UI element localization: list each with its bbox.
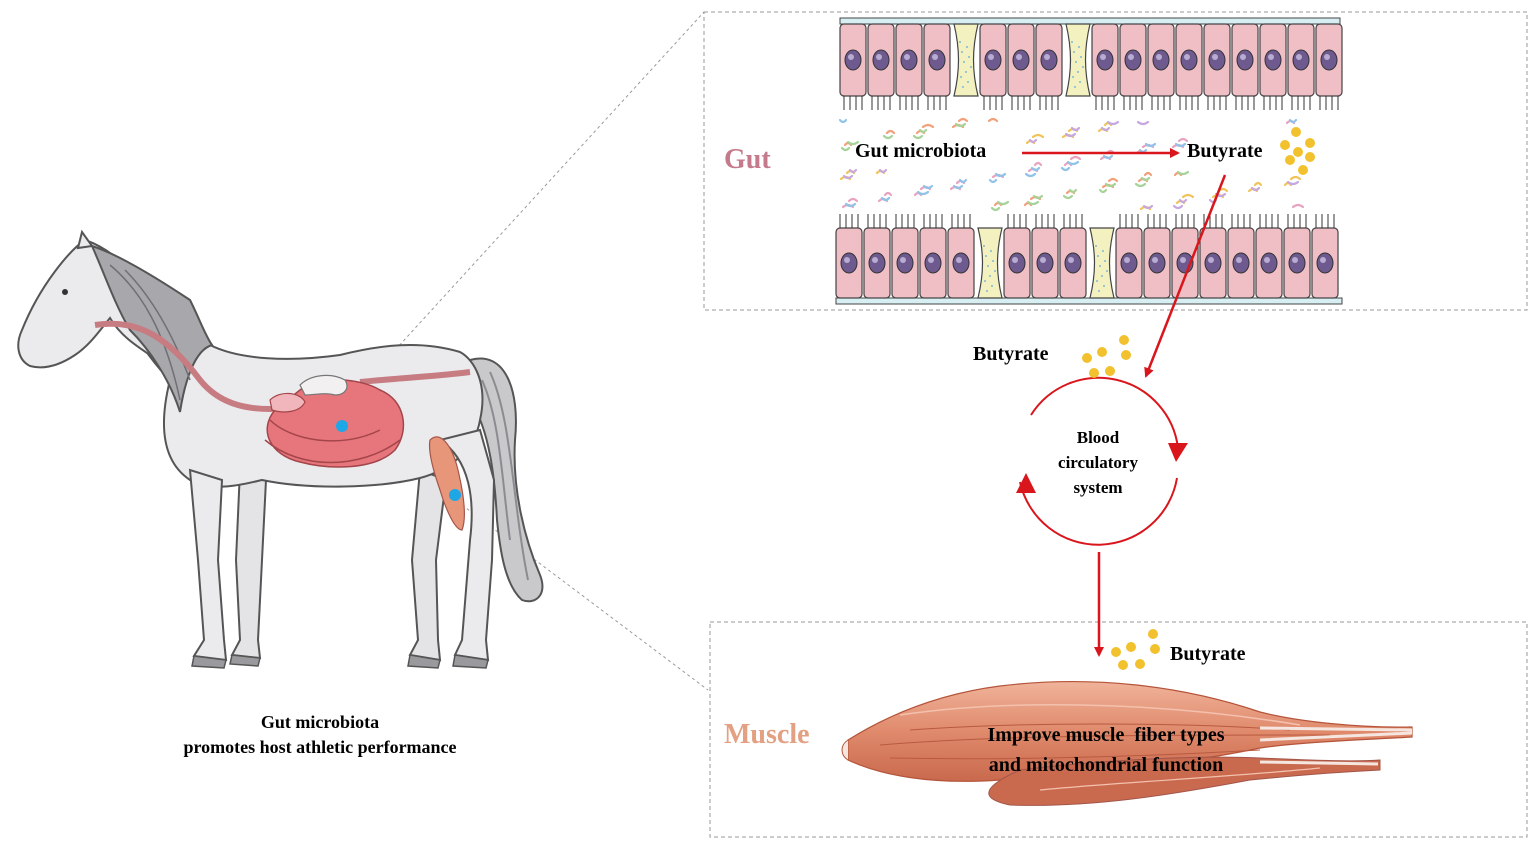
horse-muscle xyxy=(428,436,465,531)
horse-esophagus xyxy=(94,320,291,413)
flow-arrows xyxy=(1016,148,1227,657)
blood-line-1: Blood xyxy=(1076,428,1120,447)
gut-epithelium xyxy=(835,17,1343,305)
caption-line-1: Gut microbiota xyxy=(260,712,380,732)
blood-line-2: circulatory xyxy=(1058,453,1138,472)
blood-circulatory-label: Blood circulatory system xyxy=(1030,425,1166,500)
gut-panel-frame xyxy=(703,11,1528,311)
muscle-panel-frame xyxy=(709,621,1528,838)
horse-illustration xyxy=(17,229,544,669)
butyrate-label-gut: Butyrate xyxy=(1187,140,1263,162)
horse-caption: Gut microbiota promotes host athletic pe… xyxy=(120,710,520,760)
muscle-effect-line-2: and mitochondrial function xyxy=(988,754,1224,776)
blood-line-3: system xyxy=(1073,478,1123,497)
muscle-effect-line-1: Improve muscle fiber types xyxy=(987,724,1225,746)
caption-line-2: promotes host athletic performance xyxy=(183,737,457,757)
muscle-illustration xyxy=(841,681,1413,806)
circulation-arc-left xyxy=(1019,477,1178,546)
circulation-arc-right xyxy=(1030,376,1179,449)
circulation-arrowhead-right xyxy=(1168,443,1188,462)
muscle-title: Muscle xyxy=(724,719,810,750)
butyrate-dots-blood xyxy=(1082,335,1131,378)
muscle-marker xyxy=(449,489,461,501)
gut-microbiota-label: Gut microbiota xyxy=(855,140,987,162)
gut-marker xyxy=(336,420,348,432)
muscle-effect-label: Improve muscle fiber types and mitochond… xyxy=(900,720,1312,780)
gut-title: Gut xyxy=(724,144,771,175)
butyrate-dots-gut xyxy=(1280,127,1315,175)
butyrate-label-blood: Butyrate xyxy=(973,343,1049,365)
arrow-gut-to-blood xyxy=(1144,174,1227,378)
horse-mane xyxy=(90,244,214,413)
butyrate-label-muscle: Butyrate xyxy=(1170,643,1246,665)
circulation-arrowhead-left xyxy=(1016,473,1036,493)
butyrate-dots-muscle xyxy=(1111,629,1160,670)
